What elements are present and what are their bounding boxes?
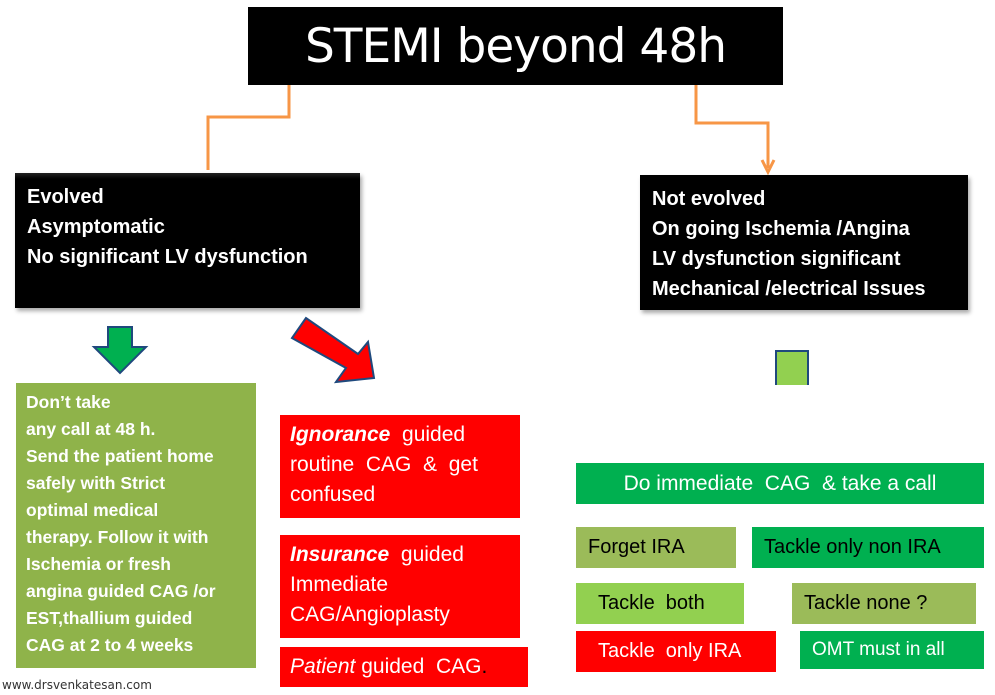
option-label: Tackle only non IRA <box>764 536 941 558</box>
advice-line: safely with Strict <box>26 473 166 493</box>
advice-line: any call at 48 h. <box>26 419 156 439</box>
green-square-stub-icon <box>775 350 809 385</box>
red-diagonal-arrow-icon <box>290 316 376 384</box>
condition-line: No significant LV dysfunction <box>27 246 308 268</box>
option-omt-must-in-all: OMT must in all <box>800 631 984 669</box>
approach-text: guided CAG <box>355 655 482 678</box>
immediate-cag-box: Do immediate CAG & take a call <box>576 463 984 504</box>
option-label: Tackle only IRA <box>598 640 742 662</box>
connector-right <box>694 85 770 168</box>
trailing-period: . <box>481 655 488 678</box>
approach-text: Immediate <box>290 573 389 596</box>
advice-line: Ischemia or fresh <box>26 554 171 574</box>
insurance-guided-box: Insurance guided Immediate CAG/Angioplas… <box>280 535 520 638</box>
condition-line: Evolved <box>27 186 104 208</box>
approach-text: guided <box>389 543 464 566</box>
condition-line: LV dysfunction significant <box>652 248 901 270</box>
approach-text: CAG/Angioplasty <box>290 603 450 626</box>
option-label: Tackle both <box>598 592 705 614</box>
condition-line: Mechanical /electrical Issues <box>652 278 926 300</box>
condition-line: Not evolved <box>652 188 766 210</box>
option-label: Forget IRA <box>588 536 685 558</box>
advice-line: angina guided CAG /or <box>26 581 216 601</box>
emphasis-word: Ignorance <box>290 423 391 446</box>
option-forget-ira: Forget IRA <box>576 527 736 568</box>
option-tackle-none: Tackle none ? <box>792 583 976 624</box>
condition-line: On going Ischemia /Angina <box>652 218 910 240</box>
advice-line: optimal medical <box>26 500 159 520</box>
footer-website: www.drsvenkatesan.com <box>2 678 152 692</box>
option-label: Tackle none ? <box>804 592 928 614</box>
patient-guided-box: Patient guided CAG. <box>280 647 528 687</box>
option-label: Do immediate CAG & take a call <box>623 471 937 495</box>
title-box: STEMI beyond 48h <box>248 7 783 85</box>
condition-line: Asymptomatic <box>27 216 165 238</box>
advice-line: EST,thallium guided <box>26 608 193 628</box>
emphasis-word: Patient <box>290 655 356 678</box>
approach-text: confused <box>290 483 376 506</box>
ignorance-guided-box: Ignorance guided routine CAG & get confu… <box>280 415 520 518</box>
evolved-condition-box: Evolved Asymptomatic No significant LV d… <box>15 173 360 308</box>
advice-line: Don’t take <box>26 392 111 412</box>
option-tackle-only-ira: Tackle only IRA <box>576 631 776 672</box>
emphasis-word: Insurance <box>290 543 390 566</box>
option-tackle-both: Tackle both <box>576 583 744 624</box>
not-evolved-condition-box: Not evolved On going Ischemia /Angina LV… <box>640 175 968 310</box>
option-label: OMT must in all <box>812 639 945 660</box>
advice-line: CAG at 2 to 4 weeks <box>26 635 194 655</box>
approach-text: guided <box>390 423 466 446</box>
page-title: STEMI beyond 48h <box>304 18 727 74</box>
connector-left <box>206 85 291 170</box>
option-tackle-only-non-ira: Tackle only non IRA <box>752 527 984 568</box>
advice-line: therapy. Follow it with <box>26 527 209 547</box>
approach-text: routine CAG & get <box>290 453 478 476</box>
connector-right-arrowhead <box>760 159 776 176</box>
conservative-advice-box: Don’t take any call at 48 h. Send the pa… <box>16 383 256 668</box>
advice-line: Send the patient home <box>26 446 214 466</box>
green-down-arrow-icon <box>91 326 149 375</box>
